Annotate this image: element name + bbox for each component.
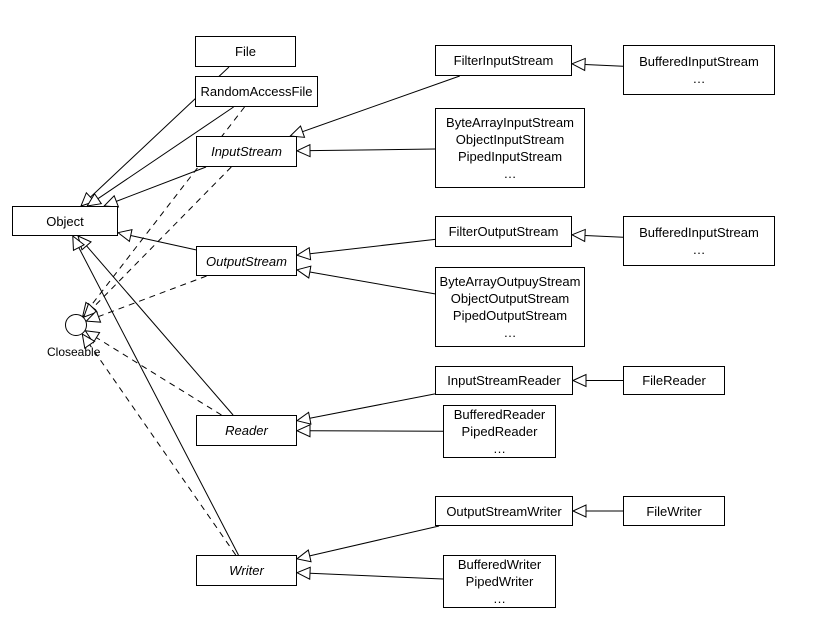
edge-line-realization <box>89 344 237 556</box>
arrowhead-hollow-triangle <box>295 265 312 279</box>
class-box-byte-array-input-stream-group[interactable]: ByteArrayInputStream ObjectInputStream P… <box>435 108 585 188</box>
arrowhead-hollow-triangle <box>295 143 311 158</box>
edge-line-realization <box>90 106 245 307</box>
arrowhead-hollow-triangle <box>82 302 99 319</box>
arrowhead-hollow-triangle <box>295 411 312 425</box>
class-name-input-stream: InputStream <box>211 144 282 159</box>
class-box-reader[interactable]: Reader <box>196 415 297 446</box>
edge-line-generalization <box>584 63 624 67</box>
arrowhead-hollow-triangle <box>295 423 311 438</box>
interface-closeable-label: Closeable <box>47 345 101 359</box>
class-name-file: File <box>235 44 256 59</box>
arrowhead-hollow-triangle <box>570 228 586 243</box>
edge-line-generalization <box>97 106 234 200</box>
class-box-buffered-input-stream-1[interactable]: BufferedInputStream … <box>623 45 775 95</box>
arrowhead-hollow-triangle <box>85 310 102 323</box>
edge-line-generalization <box>130 234 197 251</box>
class-name-reader: Reader <box>225 423 268 438</box>
class-box-writer[interactable]: Writer <box>196 555 297 586</box>
edge-line-generalization <box>309 148 436 152</box>
arrowhead-hollow-triangle <box>295 566 311 581</box>
arrowhead-hollow-triangle <box>81 333 96 349</box>
class-box-input-stream[interactable]: InputStream <box>196 136 297 167</box>
edge-line-generalization <box>78 247 239 556</box>
class-box-buffered-reader-group[interactable]: BufferedReader PipedReader … <box>443 405 556 458</box>
edge-line-generalization <box>309 525 440 557</box>
class-box-random-access-file[interactable]: RandomAccessFile <box>195 76 318 107</box>
edge-line-generalization <box>584 234 624 238</box>
edge-line-generalization <box>86 245 234 416</box>
class-box-output-stream[interactable]: OutputStream <box>196 246 297 276</box>
edge-line-realization <box>96 337 222 416</box>
class-name-input-stream-reader: InputStreamReader <box>447 373 561 388</box>
class-names-input-stream-subclasses: ByteArrayInputStream ObjectInputStream P… <box>446 115 574 181</box>
edge-line-generalization <box>309 271 436 295</box>
class-box-buffered-input-stream-2[interactable]: BufferedInputStream … <box>623 216 775 266</box>
interface-closeable-circle[interactable] <box>65 314 87 336</box>
class-box-file-reader[interactable]: FileReader <box>623 366 725 395</box>
class-box-file-writer[interactable]: FileWriter <box>623 496 725 526</box>
arrowhead-hollow-triangle <box>571 373 587 388</box>
arrowhead-hollow-triangle <box>295 549 312 563</box>
edge-line-generalization <box>302 75 460 133</box>
edge-line-generalization <box>309 393 436 419</box>
class-names-reader-subclasses: BufferedReader PipedReader … <box>453 407 546 456</box>
arrowhead-hollow-triangle <box>289 125 306 138</box>
class-box-output-stream-writer[interactable]: OutputStreamWriter <box>435 496 573 526</box>
class-name-random-access-file: RandomAccessFile <box>200 84 313 99</box>
arrowhead-hollow-triangle <box>295 246 312 261</box>
arrowhead-hollow-triangle <box>570 57 586 72</box>
class-name-filter-input-stream: FilterInputStream <box>453 53 554 68</box>
class-name-output-stream: OutputStream <box>206 253 287 269</box>
class-box-buffered-writer-group[interactable]: BufferedWriter PipedWriter … <box>443 555 556 608</box>
class-box-input-stream-reader[interactable]: InputStreamReader <box>435 366 573 395</box>
edge-line-realization <box>98 275 207 318</box>
arrowhead-hollow-triangle <box>571 504 587 518</box>
class-name-file-writer: FileWriter <box>646 503 702 519</box>
class-names-output-stream-subclasses: ByteArrayOutpuyStream ObjectOutputStream… <box>439 274 581 340</box>
class-box-file[interactable]: File <box>195 36 296 67</box>
arrowhead-hollow-triangle <box>116 228 133 243</box>
edge-line-generalization <box>116 166 207 202</box>
class-names-writer-subclasses: BufferedWriter PipedWriter … <box>457 557 542 606</box>
class-box-byte-array-output-stream-group[interactable]: ByteArrayOutpuyStream ObjectOutputStream… <box>435 267 585 347</box>
class-name-buffered-input-stream-1: BufferedInputStream … <box>639 54 759 86</box>
arrowhead-hollow-triangle <box>84 330 101 344</box>
class-name-writer: Writer <box>229 563 264 578</box>
arrowhead-hollow-triangle <box>86 192 103 207</box>
class-box-object[interactable]: Object <box>12 206 118 236</box>
arrowhead-hollow-triangle <box>80 191 96 207</box>
edge-line-generalization <box>309 238 436 255</box>
arrowhead-hollow-triangle <box>72 234 86 252</box>
class-name-filter-output-stream: FilterOutputStream <box>448 224 559 239</box>
class-box-filter-input-stream[interactable]: FilterInputStream <box>435 45 572 76</box>
class-name-buffered-input-stream-2: BufferedInputStream … <box>639 225 759 257</box>
class-name-file-reader: FileReader <box>642 373 706 388</box>
class-name-output-stream-writer: OutputStreamWriter <box>446 503 562 519</box>
class-box-filter-output-stream[interactable]: FilterOutputStream <box>435 216 572 247</box>
class-name-object: Object <box>46 213 84 229</box>
edge-line-generalization <box>309 430 444 432</box>
edge-line-generalization <box>309 572 444 580</box>
